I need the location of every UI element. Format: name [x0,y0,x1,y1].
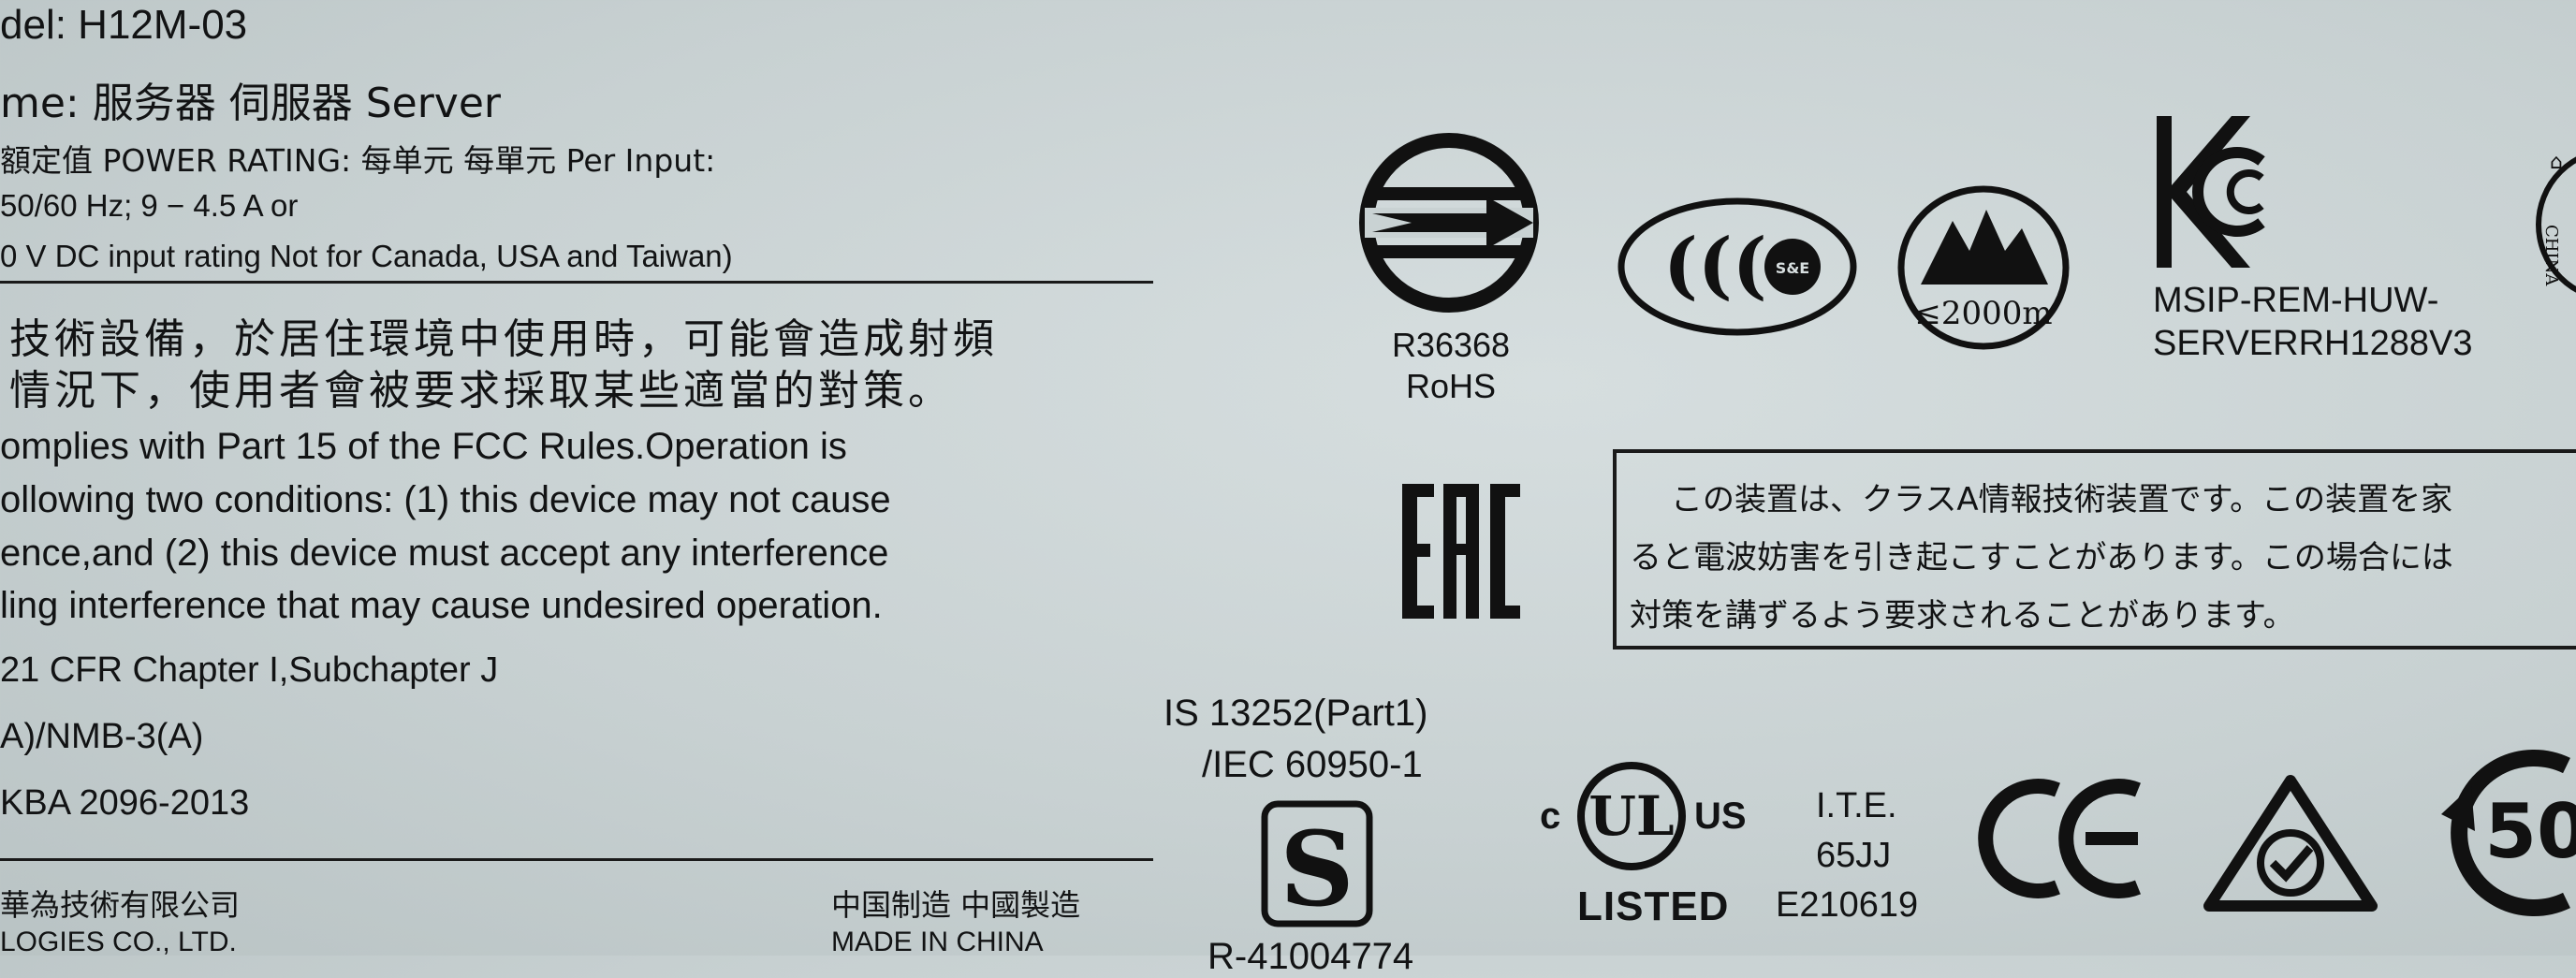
company-chinese: 華為技術有限公司 [0,887,241,923]
frequency-current-line: 50/60 Hz; 9 − 4.5 A or [0,188,299,223]
bis-mark-icon: S [1261,800,1373,931]
fcc-line-4: ling interference that may cause undesir… [0,585,883,626]
altitude-mark-icon: ≤2000m [1895,183,2072,352]
fcc-line-2: ollowing two conditions: (1) this device… [0,479,891,520]
china-mark-partial-icon: ⌂ CHINA [2529,131,2576,318]
china-partial-text: CHINA [2541,225,2561,286]
tw-notice-line-1: 技術設備，於居住環境中使用時，可能會造成射頻 [9,315,998,363]
ite-line-2: 65JJ [1816,836,1892,875]
tw-notice-line-2: 情況下，使用者會被要求採取某些適當的對策。 [9,367,953,415]
svg-text:S: S [1280,809,1354,929]
bsmi-rohs: RoHS [1405,367,1497,405]
divider-top [0,281,1153,284]
ce-mark-icon [1978,779,2151,898]
kba-line: KBA 2096-2013 [0,783,250,823]
ccc-mark-icon: ((( S&E [1617,197,1858,337]
ite-line-3: E210619 [1776,885,1919,925]
efup-mark-icon: 50 [2434,749,2576,917]
cfr-line: 21 CFR Chapter I,Subchapter J [0,650,499,690]
bis-registration-partial: R-41004774 [1208,936,1414,977]
is-standard-line-1: IS 13252(Part1) [1164,693,1428,734]
fcc-line-3: ence,and (2) this device must accept any… [0,533,889,574]
nmb-line: A)/NMB-3(A) [0,717,204,756]
is-standard-line-2: /IEC 60950-1 [1202,744,1423,785]
fcc-line-1: omplies with Part 15 of the FCC Rules.Op… [0,426,847,467]
power-rating-line: 額定值 POWER RATING: 每单元 每單元 Per Input: [0,142,716,179]
rcm-mark-icon [2202,773,2379,913]
company-english: LOGIES CO., LTD. [0,927,237,957]
efup-number: 50 [2484,788,2576,875]
bsmi-mark-icon [1355,129,1543,316]
kc-mark-icon [2153,112,2265,271]
ul-letters: UL [1588,784,1674,848]
ul-listed-text: LISTED [1577,883,1730,929]
ite-line-1: I.T.E. [1816,786,1897,825]
svg-text:⌂: ⌂ [2550,151,2563,174]
dc-rating-line: 0 V DC input rating Not for Canada, USA … [0,239,733,273]
vcci-notice-box: この装置は、クラスA情報技術装置です。この装置を家 ると電波妨害を引き起こすこと… [1613,449,2576,650]
kc-code-line-1: MSIP-REM-HUW- [2153,281,2439,320]
ccc-small-text: S&E [1776,259,1809,277]
svg-text:(((: ((( [1663,223,1767,308]
model-line: del: H12M-03 [0,2,248,48]
divider-bottom [0,858,1153,861]
kc-code-line-2: SERVERRH1288V3 [2153,324,2473,363]
vcci-line-3: 対策を講ずるよう要求されることがあります。 [1630,597,2295,635]
altitude-text: ≤2000m [1914,295,2052,332]
made-in-english: MADE IN CHINA [831,927,1044,957]
made-in-chinese: 中国制造 中國製造 [831,887,1081,923]
ul-us-letters: US [1694,796,1747,837]
eac-mark-icon [1400,482,1522,620]
ul-mark-icon: UL [1575,760,1688,872]
name-line: me: 服务器 伺服器 Server [0,80,502,127]
bsmi-code: R36368 [1391,326,1511,364]
ul-c-letter: c [1540,796,1561,837]
vcci-line-1: この装置は、クラスA情報技術装置です。この装置を家 [1671,481,2453,518]
vcci-line-2: ると電波妨害を引き起こすことがあります。この場合には [1630,539,2453,577]
